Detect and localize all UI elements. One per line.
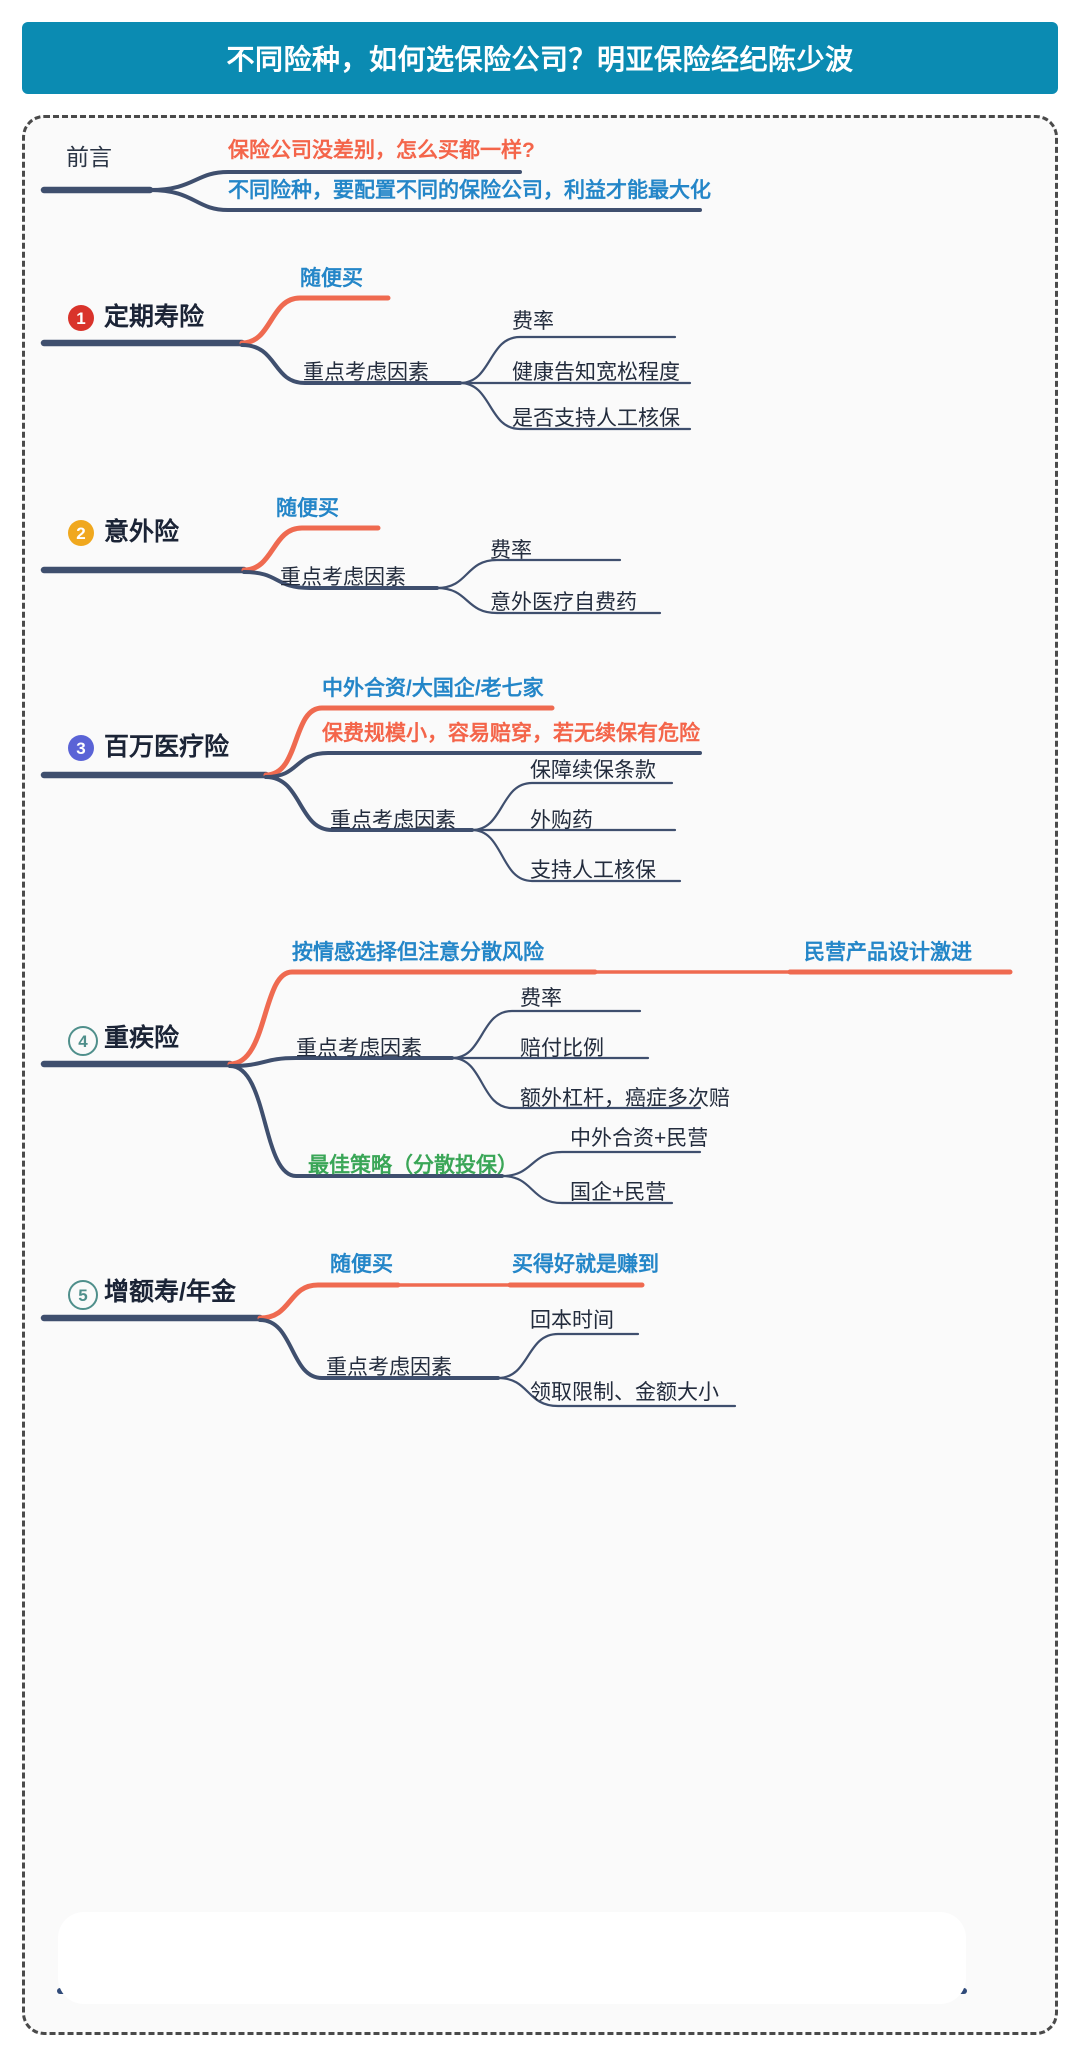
footer-card — [58, 1912, 966, 2004]
section-4-strategy-item-1: 国企+民营 — [570, 1181, 667, 1204]
preface-branch-0: 保险公司没差别，怎么买都一样? — [228, 139, 535, 162]
section-title-3: 百万医疗险 — [104, 733, 230, 761]
section-3-factor-1: 外购药 — [530, 809, 593, 832]
section-5-factor-0: 回本时间 — [530, 1309, 614, 1332]
section-1-highlight-0: 随便买 — [300, 267, 363, 290]
section-5-highlight-0: 随便买 — [330, 1253, 393, 1276]
section-2-factor-1: 意外医疗自费药 — [490, 591, 637, 614]
section-title-5: 增额寿/年金 — [104, 1278, 236, 1306]
preface-branch-1: 不同险种，要配置不同的保险公司，利益才能最大化 — [228, 179, 711, 202]
section-1-factor-1: 健康告知宽松程度 — [512, 361, 680, 384]
section-2-factors-label: 重点考虑因素 — [280, 566, 406, 589]
section-4-strategy-label: 最佳策略（分散投保） — [308, 1154, 518, 1177]
section-badge-4: 4 — [68, 1026, 98, 1056]
page-title: 不同险种，如何选保险公司？明亚保险经纪陈少波 — [226, 44, 854, 75]
section-4-factor-1: 赔付比例 — [520, 1037, 604, 1060]
section-title-2: 意外险 — [104, 518, 180, 546]
section-3-factor-2: 支持人工核保 — [530, 859, 656, 882]
section-2-highlight-0: 随便买 — [276, 497, 339, 520]
section-badge-3: 3 — [68, 735, 94, 761]
section-badge-1: 1 — [68, 305, 94, 331]
section-4-factors-label: 重点考虑因素 — [296, 1037, 422, 1060]
section-4-highlight-1: 民营产品设计激进 — [804, 941, 972, 964]
section-5-factors-label: 重点考虑因素 — [326, 1356, 452, 1379]
section-5-highlight-1: 买得好就是赚到 — [512, 1253, 659, 1276]
section-badge-2: 2 — [68, 520, 94, 546]
section-4-factor-2: 额外杠杆，癌症多次赔 — [520, 1087, 730, 1110]
section-1-factor-0: 费率 — [512, 310, 554, 333]
section-title-1: 定期寿险 — [104, 303, 205, 331]
section-4-strategy-item-0: 中外合资+民营 — [570, 1127, 709, 1150]
header-banner: 不同险种，如何选保险公司？明亚保险经纪陈少波 — [22, 22, 1058, 94]
section-3-highlight-0: 中外合资/大国企/老七家 — [322, 677, 544, 700]
section-4-factor-0: 费率 — [520, 987, 562, 1010]
section-1-factor-2: 是否支持人工核保 — [512, 407, 680, 430]
section-1-factors-label: 重点考虑因素 — [303, 361, 429, 384]
section-3-highlight-1: 保费规模小，容易赔穿，若无续保有危险 — [322, 722, 700, 745]
mindmap-board — [22, 115, 1058, 2035]
section-badge-5: 5 — [68, 1280, 98, 1310]
section-2-factor-0: 费率 — [490, 539, 532, 562]
section-4-highlight-0: 按情感选择但注意分散风险 — [292, 941, 544, 964]
section-5-factor-1: 领取限制、金额大小 — [530, 1381, 719, 1404]
section-3-factor-0: 保障续保条款 — [530, 759, 656, 782]
preface-label: 前言 — [66, 144, 112, 170]
section-title-4: 重疾险 — [104, 1024, 180, 1052]
section-3-factors-label: 重点考虑因素 — [330, 809, 456, 832]
